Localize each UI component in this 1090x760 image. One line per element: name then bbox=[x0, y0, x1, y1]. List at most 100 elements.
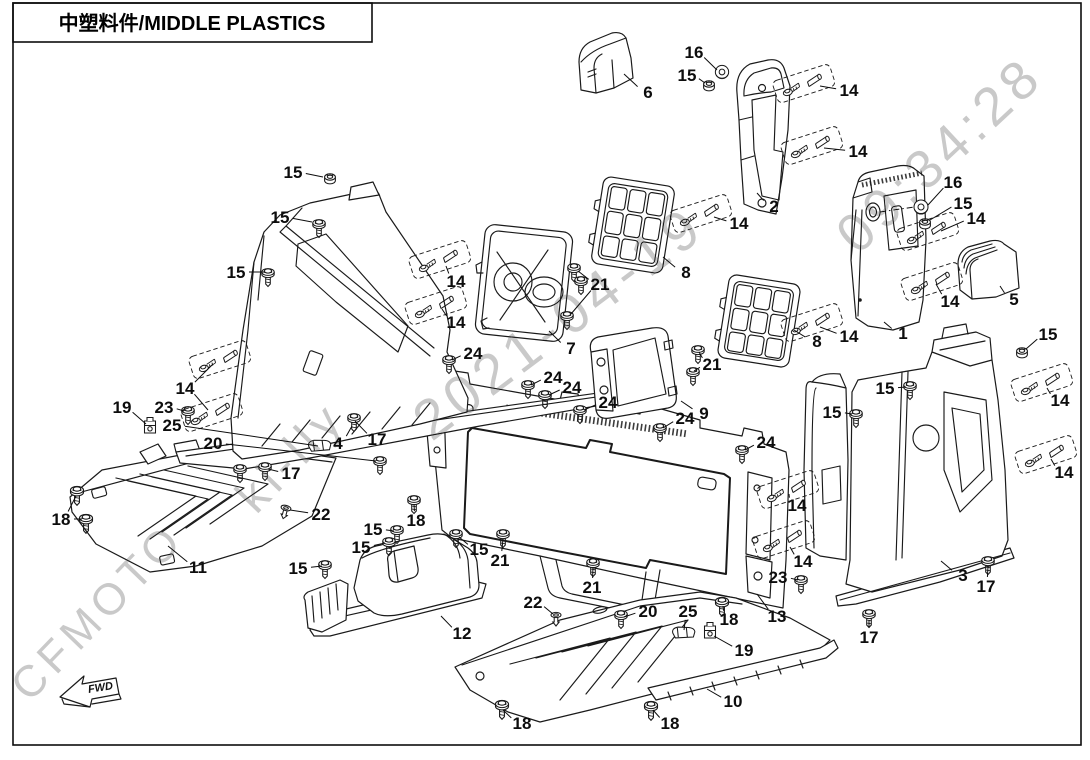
part-number-label: 14 bbox=[1051, 391, 1070, 410]
part-callout-17: 17 bbox=[267, 464, 301, 483]
exploded-view-art: FWD bbox=[59, 31, 1079, 723]
part-7-panel bbox=[474, 224, 574, 342]
part-number-label: 15 bbox=[289, 559, 308, 578]
part-number-label: 19 bbox=[113, 398, 132, 417]
part-callout-15: 15 bbox=[1025, 325, 1058, 350]
part-callout-1: 1 bbox=[883, 321, 908, 343]
title-box bbox=[12, 2, 373, 43]
part-number-label: 24 bbox=[599, 393, 618, 412]
part-callout-15: 15 bbox=[458, 536, 489, 559]
part-callout-14: 14 bbox=[1046, 387, 1070, 410]
part-number-label: 25 bbox=[163, 416, 182, 435]
part-callout-25: 25 bbox=[163, 416, 319, 447]
part-callout-16: 16 bbox=[685, 43, 718, 71]
part-number-label: 15 bbox=[1039, 325, 1058, 344]
part-number-label: 15 bbox=[954, 194, 973, 213]
part-callout-5: 5 bbox=[999, 285, 1019, 309]
part-callout-24: 24 bbox=[451, 344, 483, 363]
part-number-label: 15 bbox=[284, 163, 303, 182]
part-callout-7: 7 bbox=[548, 330, 576, 358]
part-number-label: 14 bbox=[1055, 463, 1074, 482]
part-callout-21: 21 bbox=[693, 351, 722, 374]
part-number-label: 8 bbox=[681, 263, 690, 282]
part-callout-14: 14 bbox=[789, 546, 813, 571]
part-number-label: 21 bbox=[703, 355, 722, 374]
part-number-label: 14 bbox=[788, 496, 807, 515]
part-number-label: 23 bbox=[769, 568, 788, 587]
part-4-side-panel bbox=[230, 181, 469, 460]
part-number-label: 15 bbox=[227, 263, 246, 282]
part-callout-8: 8 bbox=[793, 329, 822, 351]
part-callout-9: 9 bbox=[680, 400, 709, 423]
part-callout-18: 18 bbox=[652, 709, 679, 733]
part-callout-19: 19 bbox=[113, 398, 147, 425]
part-number-label: 24 bbox=[757, 433, 776, 452]
part-callout-14: 14 bbox=[713, 214, 749, 233]
part-number-label: 23 bbox=[155, 398, 174, 417]
part-number-label: 5 bbox=[1009, 290, 1018, 309]
part-callout-21: 21 bbox=[583, 566, 602, 597]
part-number-label: 19 bbox=[735, 641, 754, 660]
part-number-label: 15 bbox=[352, 538, 371, 557]
part-number-label: 21 bbox=[491, 551, 510, 570]
part-6-cover bbox=[578, 31, 634, 94]
part-number-label: 16 bbox=[685, 43, 704, 62]
part-number-label: 14 bbox=[840, 81, 859, 100]
part-callout-15: 15 bbox=[364, 520, 395, 539]
part-callout-18: 18 bbox=[502, 709, 532, 733]
part-callout-14: 14 bbox=[1050, 458, 1074, 482]
part-number-label: 14 bbox=[447, 272, 466, 291]
part-9-scoop bbox=[589, 327, 678, 419]
part-callout-22: 22 bbox=[524, 593, 554, 615]
part-callout-14: 14 bbox=[823, 142, 868, 161]
part-callout-19: 19 bbox=[713, 635, 754, 660]
part-callout-24: 24 bbox=[744, 433, 776, 452]
part-callout-17: 17 bbox=[354, 420, 386, 449]
part-callout-14: 14 bbox=[788, 493, 807, 515]
part-callout-11: 11 bbox=[167, 545, 207, 577]
part-number-label: 17 bbox=[860, 628, 879, 647]
part-number-label: 14 bbox=[849, 142, 868, 161]
part-number-label: 3 bbox=[958, 566, 967, 585]
part-callout-14: 14 bbox=[445, 265, 466, 291]
part-number-label: 15 bbox=[823, 403, 842, 422]
part-callout-12: 12 bbox=[440, 615, 471, 643]
part-number-label: 1 bbox=[898, 324, 907, 343]
part-number-label: 20 bbox=[204, 434, 223, 453]
part-number-label: 18 bbox=[52, 510, 71, 529]
part-callout-4: 4 bbox=[333, 425, 353, 453]
part-callout-23: 23 bbox=[769, 568, 799, 587]
part-number-label: 18 bbox=[720, 610, 739, 629]
part-callout-21: 21 bbox=[570, 270, 609, 315]
part-callout-13: 13 bbox=[756, 593, 786, 626]
part-callout-14: 14 bbox=[441, 308, 466, 332]
part-callout-8: 8 bbox=[662, 256, 691, 282]
part-number-label: 14 bbox=[447, 313, 466, 332]
part-callout-24: 24 bbox=[583, 393, 618, 412]
part-number-label: 18 bbox=[407, 511, 426, 530]
part-callout-10: 10 bbox=[706, 688, 742, 711]
part-number-label: 14 bbox=[967, 209, 986, 228]
part-number-label: 22 bbox=[312, 505, 331, 524]
part-number-label: 18 bbox=[513, 714, 532, 733]
part-number-label: 17 bbox=[282, 464, 301, 483]
part-callout-18: 18 bbox=[407, 503, 426, 530]
part-callout-15: 15 bbox=[227, 263, 264, 282]
part-number-label: 14 bbox=[840, 327, 859, 346]
part-callout-2: 2 bbox=[756, 192, 779, 216]
part-1-panel bbox=[850, 164, 927, 331]
part-number-label: 15 bbox=[470, 540, 489, 559]
part-callout-14: 14 bbox=[935, 283, 960, 311]
part-callout-16: 16 bbox=[927, 173, 963, 206]
part-callout-18: 18 bbox=[720, 605, 739, 629]
part-callout-18: 18 bbox=[52, 495, 82, 529]
part-number-label: 16 bbox=[944, 173, 963, 192]
part-number-label: 14 bbox=[176, 379, 195, 398]
part-number-label: 11 bbox=[189, 558, 207, 577]
part-number-label: 21 bbox=[583, 578, 602, 597]
part-number-label: 15 bbox=[678, 66, 697, 85]
part-callout-25: 25 bbox=[679, 602, 697, 631]
part-5-cover bbox=[957, 239, 1020, 300]
